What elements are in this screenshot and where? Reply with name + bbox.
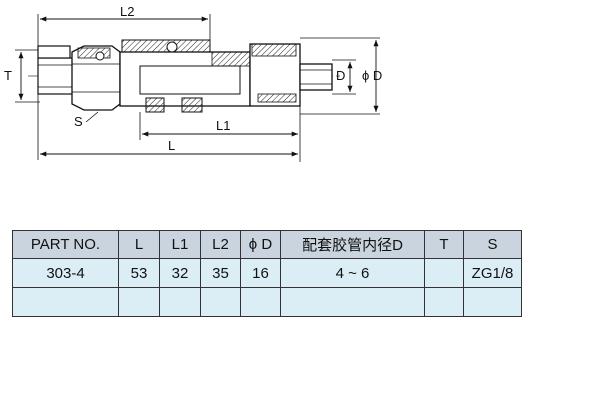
seal-hatch-2 [181, 97, 203, 113]
header-t: T [424, 230, 464, 259]
l2-label: L2 [120, 4, 134, 19]
cell-t [424, 258, 464, 288]
header-phi-d: ϕ D [240, 230, 281, 259]
right-hatch-top [251, 43, 297, 57]
right-hatch-bottom [257, 93, 297, 103]
cell-s: ZG1/8 [463, 258, 522, 288]
cell-phi-d [240, 287, 281, 317]
cell-s [463, 287, 522, 317]
t-label: T [4, 68, 12, 83]
hose-tail [299, 63, 333, 91]
cell-l: 53 [118, 258, 160, 288]
sleeve-hatch-top [121, 39, 211, 53]
d-label: D [336, 68, 345, 83]
coupling-drawing: L2 T D ϕ D S L1 L [4, 4, 382, 162]
header-s: S [463, 230, 522, 259]
header-l: L [118, 230, 160, 259]
spec-table: PART NO. L L1 L2 ϕ D 配套胶管内径D T S 303-4 5… [12, 230, 522, 317]
header-l1: L1 [159, 230, 201, 259]
cell-phi-d: 16 [240, 258, 281, 288]
header-hose-id: 配套胶管内径D [280, 230, 425, 259]
l1-label: L1 [216, 118, 230, 133]
cell-t [424, 287, 464, 317]
table-header-row: PART NO. L L1 L2 ϕ D 配套胶管内径D T S [12, 230, 522, 259]
top-flange [37, 45, 71, 59]
pipe-stub [37, 57, 79, 95]
cell-part-no [12, 287, 119, 317]
s-leader [85, 111, 99, 123]
hex-hatch-top [77, 47, 111, 59]
header-part-no: PART NO. [12, 230, 119, 259]
cell-l [118, 287, 160, 317]
cell-l2 [200, 287, 241, 317]
cell-l1: 32 [159, 258, 201, 288]
phid-label: ϕ D [362, 68, 382, 83]
cell-hose-id: 4 ~ 6 [280, 258, 425, 288]
seal-hatch-1 [145, 97, 165, 113]
cell-l2: 35 [200, 258, 241, 288]
l-label: L [168, 138, 175, 153]
collar-hatch [211, 51, 251, 67]
ball-top [95, 51, 105, 61]
cell-part-no: 303-4 [12, 258, 119, 288]
ball-main [166, 41, 178, 53]
cell-l1 [159, 287, 201, 317]
inner-bore [139, 65, 241, 95]
cell-hose-id [280, 287, 425, 317]
table-row [12, 287, 522, 317]
table-row: 303-4 53 32 35 16 4 ~ 6 ZG1/8 [12, 258, 522, 288]
s-label: S [74, 114, 83, 129]
header-l2: L2 [200, 230, 241, 259]
